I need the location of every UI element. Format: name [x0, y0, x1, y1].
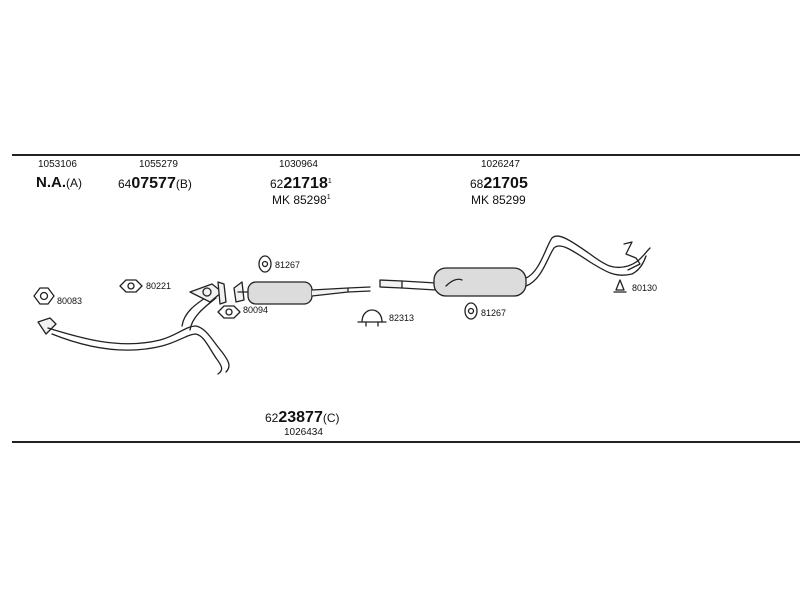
part1-ref: 1053106: [38, 159, 77, 170]
part3-prefix: 62: [270, 177, 284, 191]
part2-ref: 1055279: [139, 159, 178, 170]
part3-alt-sup: 1: [326, 194, 331, 201]
part4-main: 21705: [483, 175, 528, 192]
part1-code-text: N.A.: [36, 174, 66, 191]
part2-prefix: 64: [118, 177, 132, 191]
part4-number: 6821705: [470, 176, 528, 192]
gasket-80083-icon: [33, 287, 55, 305]
part5-prefix: 62: [265, 411, 279, 425]
part1-suffix: (A): [66, 176, 82, 190]
part1-code: N.A.(A): [36, 175, 82, 190]
rubber-mount-81267b-icon: [464, 302, 478, 320]
clamp-82313-icon: [357, 309, 387, 327]
part4-prefix: 68: [470, 177, 484, 191]
part4-ref: 1026247: [481, 159, 520, 170]
hw-81267a-label: 81267: [275, 260, 301, 270]
center-silencer: [233, 281, 371, 305]
hw-82313-label: 82313: [389, 313, 415, 323]
part3-sup: 1: [327, 178, 332, 185]
hw-80130-label: 80130: [632, 283, 658, 293]
hw-80221-label: 80221: [146, 281, 172, 291]
part4-alt-label: MK 85299: [471, 193, 526, 207]
part3-alt: MK 852981: [272, 194, 331, 206]
bottom-rule: [12, 441, 800, 443]
part2-number: 6407577(B): [118, 176, 192, 192]
hw-80094-label: 80094: [243, 305, 269, 315]
part2-main: 07577: [131, 175, 176, 192]
part3-ref: 1030964: [279, 159, 318, 170]
top-rule: [12, 154, 800, 156]
hw-81267b-label: 81267: [481, 308, 507, 318]
hw-80083-label: 80083: [57, 296, 83, 306]
part3-number: 62217181: [270, 176, 332, 192]
hanger-80130-icon: [613, 279, 627, 293]
part5-ref: 1026434: [284, 427, 323, 438]
part3-alt-label: MK 85298: [272, 193, 327, 207]
gasket-80221-icon: [119, 279, 143, 293]
part5-number: 6223877(C): [265, 410, 340, 426]
gasket-80094-icon: [217, 305, 241, 319]
part5-suffix: (C): [322, 411, 340, 425]
front-pipe: [37, 281, 230, 375]
part2-suffix: (B): [175, 177, 192, 191]
rear-silencer: [379, 235, 651, 297]
part3-main: 21718: [283, 175, 328, 192]
part5-main: 23877: [278, 409, 323, 426]
rubber-mount-81267-icon: [258, 255, 272, 273]
